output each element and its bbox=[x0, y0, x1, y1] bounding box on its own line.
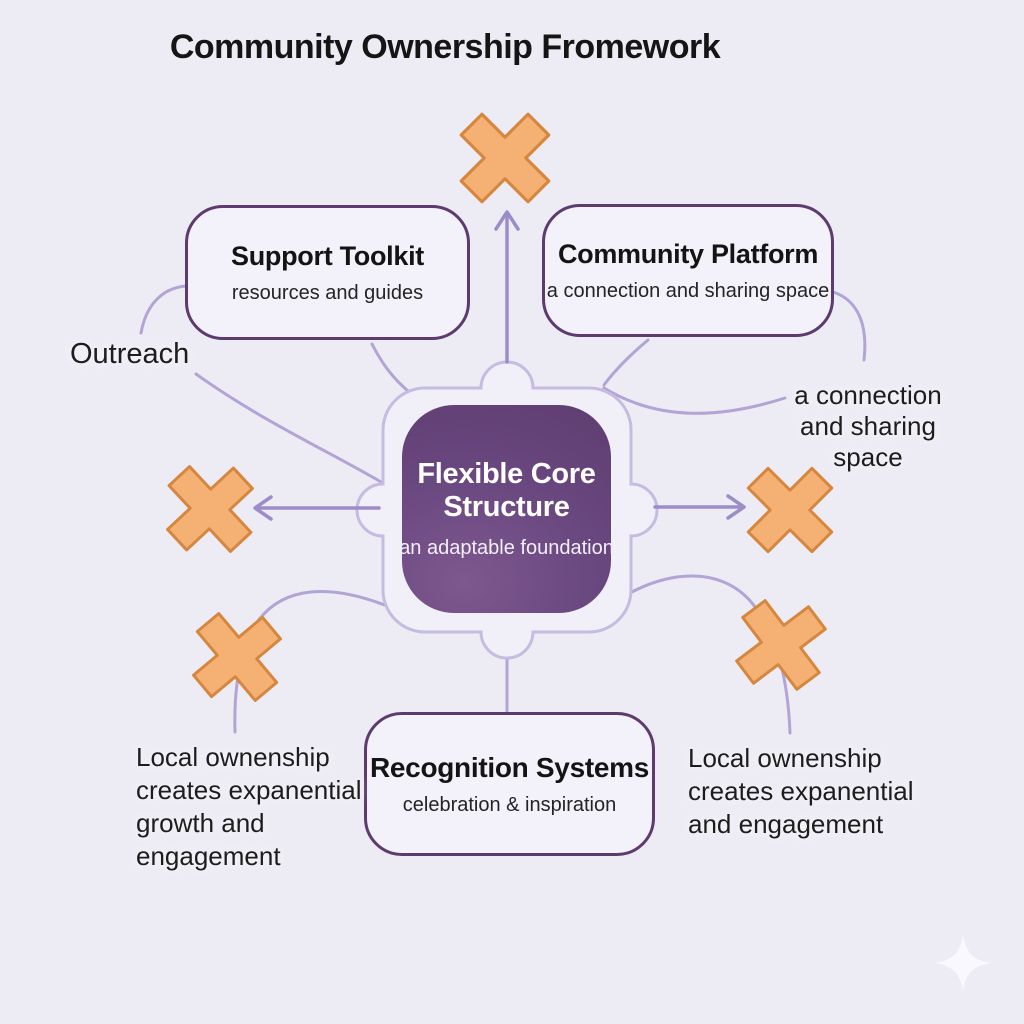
x-mark-icon-right bbox=[746, 466, 834, 554]
annotation-line: and sharing space bbox=[800, 411, 936, 472]
center-node-flexible-core: Flexible Core Structure an adaptable fou… bbox=[399, 405, 614, 613]
center-node-title: Flexible Core Structure bbox=[417, 457, 596, 523]
sparkle-icon bbox=[935, 935, 991, 991]
annotation-line: growth and bbox=[136, 808, 265, 838]
annotation-line: Local ownenship bbox=[136, 742, 330, 772]
arrow-left-icon bbox=[253, 495, 381, 521]
connector-community-right-hook bbox=[831, 290, 867, 362]
annotation-connection-note: a connection and sharing space bbox=[770, 380, 966, 473]
annotation-outreach: Outreach bbox=[70, 338, 189, 371]
node-title: Community Platform bbox=[557, 238, 819, 269]
node-title: Recognition Systems bbox=[369, 751, 650, 783]
annotation-line: engagement bbox=[136, 841, 281, 871]
annotation-local-ownership-left: Local ownenship creates expanential grow… bbox=[136, 741, 361, 873]
annotation-local-ownership-right: Local ownenship creates expanential and … bbox=[688, 742, 913, 841]
diagram-title: Community Ownership Fromework bbox=[169, 28, 721, 66]
annotation-line: and engagement bbox=[688, 809, 884, 839]
annotation-line: Local ownenship bbox=[688, 743, 882, 773]
arrow-up-icon bbox=[494, 210, 520, 364]
annotation-line: creates expanential bbox=[136, 775, 362, 805]
node-title: Support Toolkit bbox=[231, 240, 424, 271]
connector-center-to-connection-note bbox=[602, 386, 787, 415]
node-recognition-systems: Recognition Systems celebration & inspir… bbox=[364, 712, 655, 856]
x-mark-icon-bottom-right bbox=[735, 599, 827, 691]
annotation-line: a connection bbox=[794, 380, 942, 410]
x-mark-icon-left bbox=[166, 465, 254, 553]
connector-support-left-hook bbox=[139, 284, 188, 335]
connector-outreach-to-center bbox=[194, 372, 383, 484]
node-support-toolkit: Support Toolkit resources and guides bbox=[185, 205, 470, 340]
connector-community-to-center bbox=[602, 338, 650, 387]
connector-support-to-center bbox=[370, 342, 416, 398]
annotation-line: creates expanential bbox=[688, 776, 914, 806]
node-subtitle: a connection and sharing space bbox=[546, 279, 830, 302]
annotation-line: Outreach bbox=[70, 338, 190, 370]
node-subtitle: celebration & inspiration bbox=[402, 793, 617, 816]
x-mark-icon-top bbox=[459, 112, 551, 204]
center-node-subtitle: an adaptable foundation bbox=[399, 537, 614, 560]
arrow-right-icon bbox=[653, 494, 746, 520]
node-community-platform: Community Platform a connection and shar… bbox=[542, 204, 834, 337]
connector-center-to-local-right bbox=[611, 574, 792, 735]
node-subtitle: resources and guides bbox=[231, 281, 424, 304]
x-mark-icon-bottom-left bbox=[192, 612, 282, 702]
